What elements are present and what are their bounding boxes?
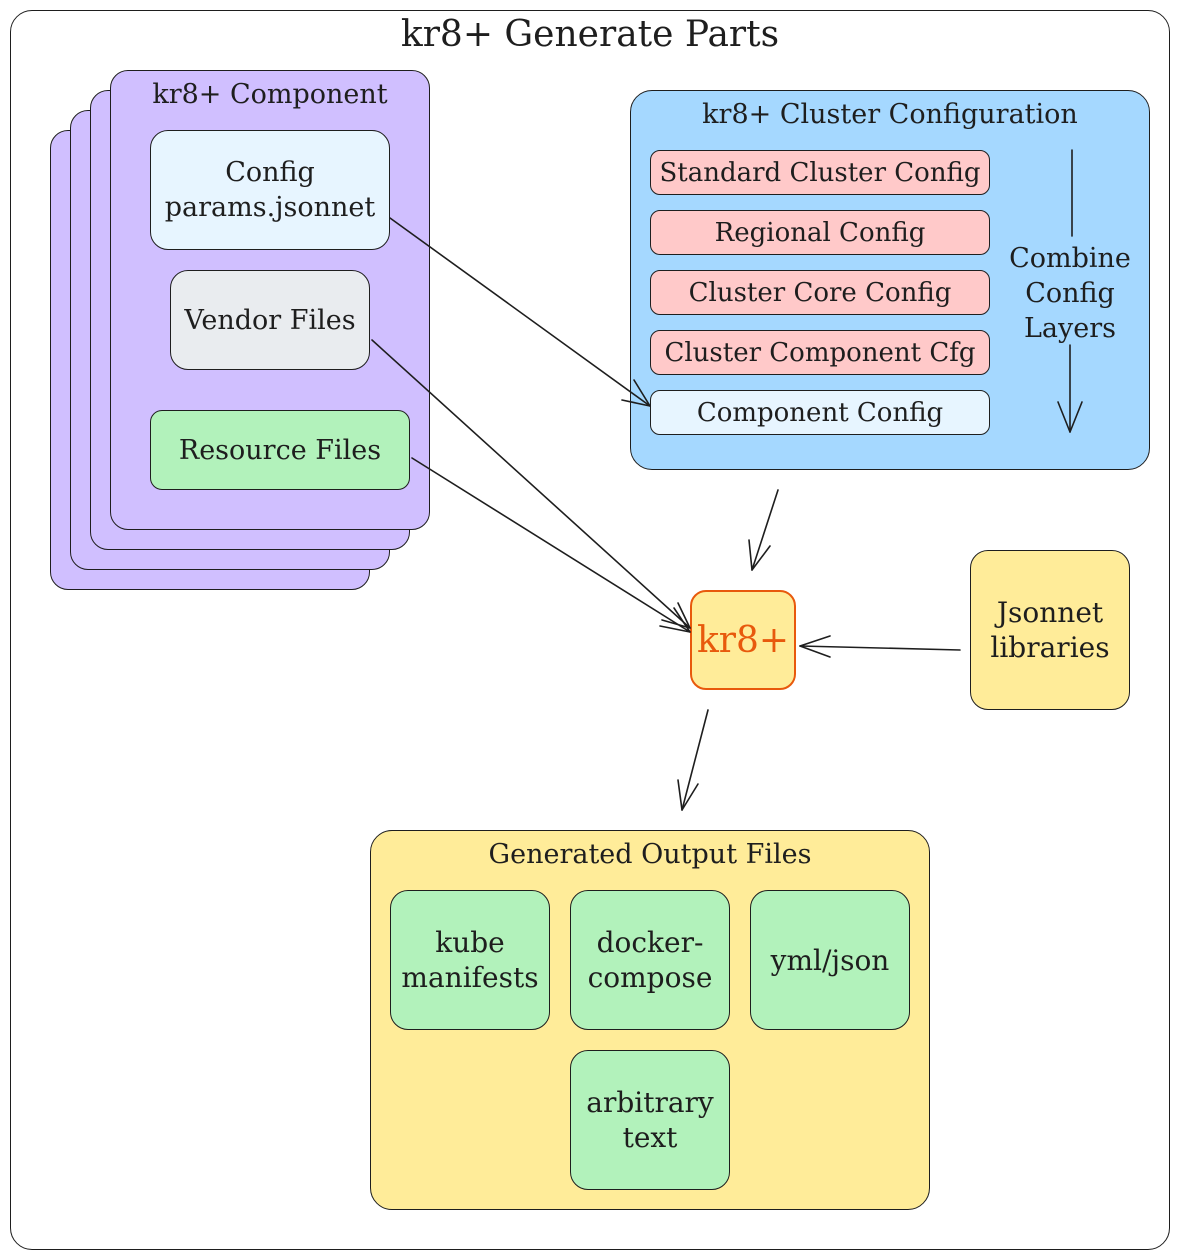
output-kube-manifests: kube manifests (390, 890, 550, 1030)
vendor-files-label: Vendor Files (184, 304, 356, 336)
arrow-vendor-to-kr8 (371, 339, 691, 629)
jsonnet-line1: Jsonnet (996, 596, 1104, 629)
component-title: kr8+ Component (152, 78, 388, 110)
kube-line2: manifests (401, 961, 539, 994)
docker-line2: compose (587, 961, 713, 994)
combine-line3: Layers (1023, 312, 1117, 344)
output-arbitrary-text: arbitrary text (570, 1050, 730, 1190)
arrow-kr8-to-output (677, 709, 709, 811)
config-params-line1: Config (225, 157, 315, 188)
arrow-combine-layers (1057, 149, 1083, 433)
arrow-params-to-component-config (389, 217, 651, 407)
layer-standard-cluster: Standard Cluster Config (650, 150, 990, 195)
yml-json-label: yml/json (770, 943, 890, 977)
config-params-box: Config params.jsonnet (150, 130, 390, 250)
combine-line2: Config (1025, 277, 1115, 309)
combine-line1: Combine (1009, 242, 1131, 274)
resource-files-label: Resource Files (178, 434, 382, 466)
kube-line1: kube (435, 926, 505, 959)
arrow-jsonnet-to-kr8 (799, 635, 961, 658)
docker-line1: docker- (596, 926, 704, 959)
arrow-cluster-to-kr8 (748, 489, 779, 571)
kr8-engine-box: kr8+ (690, 590, 796, 690)
layer-cluster-core: Cluster Core Config (650, 270, 990, 315)
layer-cluster-core-label: Cluster Core Config (688, 277, 952, 308)
diagram-frame (10, 10, 1170, 1250)
combine-layers-label: Combine Config Layers (1000, 238, 1140, 348)
config-params-line2: params.jsonnet (164, 192, 376, 223)
vendor-files-box: Vendor Files (170, 270, 370, 370)
jsonnet-libraries-box: Jsonnet libraries (970, 550, 1130, 710)
jsonnet-line2: libraries (990, 631, 1110, 664)
arrow-resource-to-kr8 (411, 457, 691, 633)
kr8-engine-label: kr8+ (696, 619, 790, 661)
layer-standard-cluster-label: Standard Cluster Config (659, 157, 981, 188)
cluster-config-title: kr8+ Cluster Configuration (702, 98, 1078, 130)
output-yml-json: yml/json (750, 890, 910, 1030)
arbitrary-line1: arbitrary (586, 1086, 714, 1119)
layer-regional: Regional Config (650, 210, 990, 255)
output-files-title: Generated Output Files (488, 838, 812, 870)
output-docker-compose: docker- compose (570, 890, 730, 1030)
layer-regional-label: Regional Config (714, 217, 926, 248)
layer-cluster-component-label: Cluster Component Cfg (664, 337, 976, 368)
diagram-title: kr8+ Generate Parts (400, 14, 780, 55)
layer-component-config-label: Component Config (696, 397, 944, 428)
resource-files-box: Resource Files (150, 410, 410, 490)
layer-component-config: Component Config (650, 390, 990, 435)
layer-cluster-component: Cluster Component Cfg (650, 330, 990, 375)
arbitrary-line2: text (622, 1121, 678, 1154)
